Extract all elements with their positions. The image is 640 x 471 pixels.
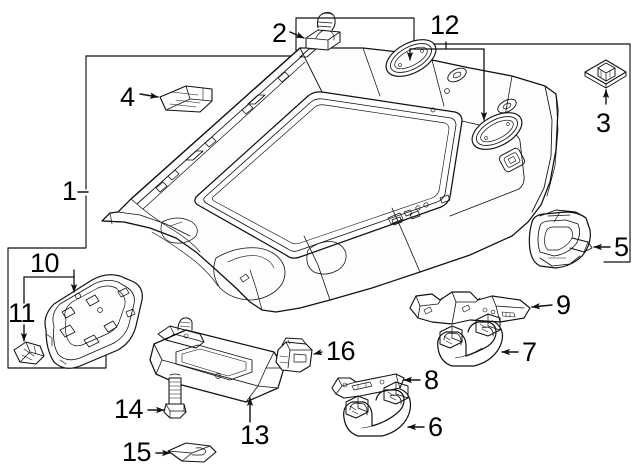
callout-8[interactable]: 8: [424, 365, 439, 395]
callout-4[interactable]: 4: [120, 82, 135, 112]
callout-13[interactable]: 13: [240, 420, 270, 450]
callout-2[interactable]: 2: [272, 18, 287, 48]
retainer-clip-artwork: [305, 11, 341, 51]
callout-14[interactable]: 14: [114, 394, 144, 424]
callout-10[interactable]: 10: [30, 248, 60, 278]
callout-15[interactable]: 15: [122, 437, 152, 467]
callout-leaders: [20, 31, 611, 457]
visor-clip-retainer-artwork: [167, 442, 217, 463]
callout-6[interactable]: 6: [428, 412, 443, 442]
callout-3[interactable]: 3: [596, 108, 611, 138]
callout-5[interactable]: 5: [614, 232, 629, 262]
callout-12[interactable]: 12: [430, 10, 460, 40]
sun-visor-artwork: [149, 317, 285, 403]
headliner-assembly-artwork: [101, 47, 559, 313]
push-in-nut-clip-artwork: [584, 59, 627, 89]
assist-grab-handle-front-artwork: [437, 313, 504, 367]
overhead-console-artwork: [44, 274, 143, 369]
wiring-connector-module-artwork: [159, 85, 213, 113]
coat-hook-bracket-artwork: [528, 209, 593, 269]
callout-9[interactable]: 9: [556, 290, 571, 320]
handle-reinforcement-artwork: [409, 291, 531, 325]
handle-retainer-bracket-artwork: [331, 373, 405, 399]
callout-11[interactable]: 11: [8, 298, 36, 328]
headliner-group-frame: [7, 17, 631, 369]
assist-grab-handle-artwork: [343, 381, 412, 437]
callout-16[interactable]: 16: [326, 336, 356, 366]
visor-support-clip-artwork: [275, 337, 313, 373]
console-lens-clip-artwork: [13, 341, 45, 365]
callout-1[interactable]: 1: [62, 176, 77, 206]
callout-7[interactable]: 7: [522, 337, 537, 367]
